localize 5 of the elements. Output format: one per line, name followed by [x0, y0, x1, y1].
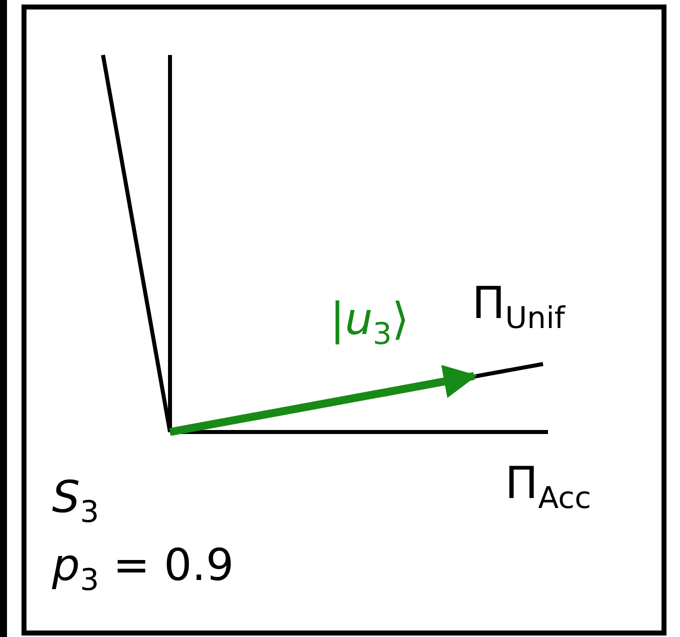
axis-label: Π$_{Acc}$	[505, 462, 592, 514]
state-label: S$_{3}$	[52, 476, 100, 528]
axis-label: Π$_{Unif}$	[472, 282, 565, 334]
vector-label: |u$_{3}$⟩	[330, 298, 409, 350]
probability-label: p$_{3}$ = 0.9	[52, 544, 234, 596]
